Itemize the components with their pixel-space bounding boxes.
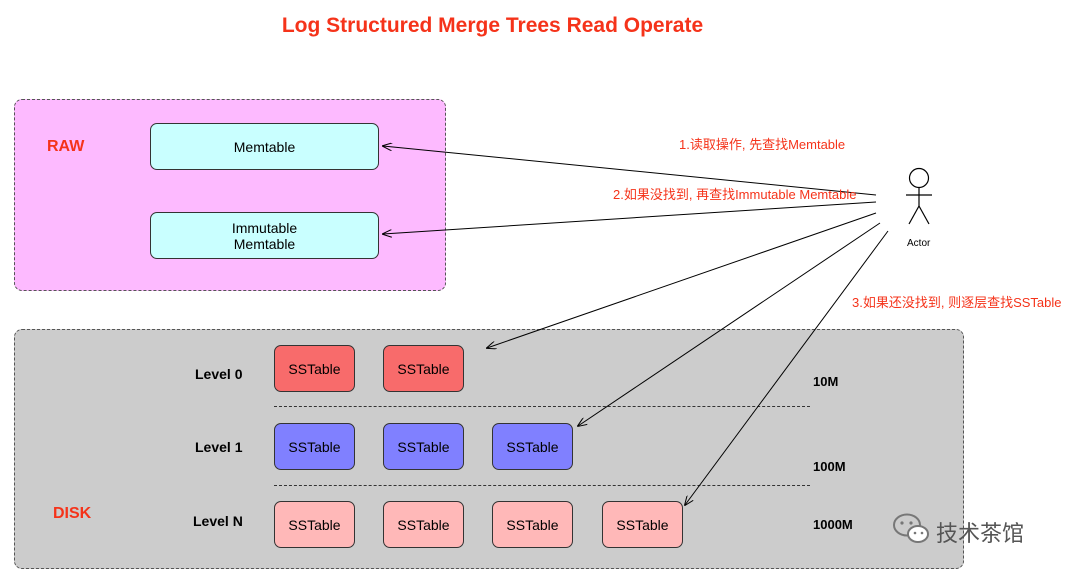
sstable-level0-1: SSTable (274, 345, 355, 392)
sstable-leveln-2: SSTable (383, 501, 464, 548)
level-0-label: Level 0 (195, 366, 243, 382)
sstable-leveln-3: SSTable (492, 501, 573, 548)
sstable-level1-1: SSTable (274, 423, 355, 470)
annotation-step2: 2.如果没找到, 再查找Immutable Memtable (613, 187, 857, 202)
sstable-level1-2: SSTable (383, 423, 464, 470)
level-separator-2 (274, 485, 810, 486)
annotation-step3: 3.如果还没找到, 则逐层查找SSTable (852, 295, 1062, 310)
arrow-to-memtable (383, 146, 877, 196)
arrow-to-level0 (487, 212, 877, 348)
diagram-title: Log Structured Merge Trees Read Operate (281, 14, 704, 37)
annotation-step1: 1.读取操作, 先查找Memtable (679, 137, 846, 152)
level-n-size: 1000M (813, 517, 853, 532)
level-n-label: Level N (193, 513, 243, 529)
sstable-leveln-4: SSTable (602, 501, 683, 548)
memtable-box: Memtable (150, 123, 379, 170)
watermark-text: 技术茶馆 (936, 521, 1025, 546)
immutable-memtable-box: Immutable Memtable (150, 212, 379, 259)
actor-stick-figure-icon (906, 167, 932, 225)
sstable-level0-2: SSTable (383, 345, 464, 392)
disk-region (14, 329, 964, 569)
sstable-level1-3: SSTable (492, 423, 573, 470)
disk-label: DISK (53, 505, 92, 522)
arrow-to-level1 (578, 222, 881, 426)
arrow-to-leveln (685, 230, 889, 505)
level-separator-1 (274, 406, 810, 407)
level-0-size: 10M (813, 374, 839, 389)
level-1-label: Level 1 (195, 439, 243, 455)
arrow-to-immutable (383, 201, 877, 234)
wechat-logo-icon (893, 513, 929, 543)
actor-label: Actor (907, 238, 931, 249)
level-1-size: 100M (813, 459, 846, 474)
sstable-leveln-1: SSTable (274, 501, 355, 548)
raw-label: RAW (47, 138, 85, 155)
